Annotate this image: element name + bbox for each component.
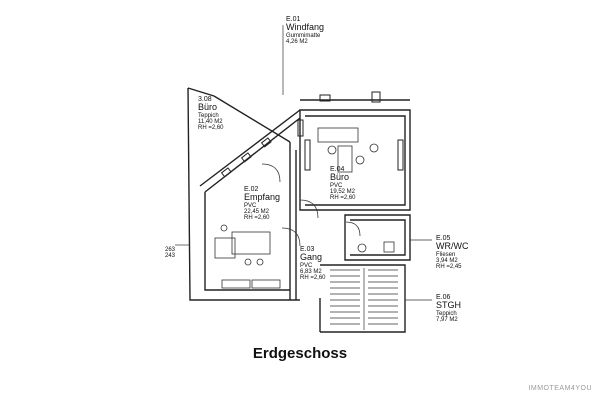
chair — [369, 143, 379, 153]
room-name: Windfang — [286, 22, 325, 33]
desk — [317, 127, 359, 143]
window-mark — [371, 91, 381, 103]
room-code: E.01 — [286, 16, 301, 23]
room-area: 19,52 M2 — [330, 189, 356, 196]
room-name: Büro — [198, 102, 218, 113]
stair-treads — [330, 268, 398, 330]
wall-diagonal-inner — [199, 109, 301, 187]
room-area: 4,26 M2 — [286, 39, 308, 46]
room-height: RH =2,45 — [436, 264, 462, 271]
room-code: E.03 — [300, 246, 315, 253]
room-code: E.02 — [244, 186, 259, 193]
table-2 — [214, 237, 236, 259]
chair — [220, 224, 228, 232]
window-mark — [297, 119, 304, 137]
wall-outline-right-inner — [305, 115, 406, 206]
window-mark — [397, 139, 404, 171]
room-area: 3,94 M2 — [436, 258, 458, 265]
cabinet — [221, 279, 251, 289]
room-e02-label: E.02 Empfang PVC 22,45 M2 RH =2,60 — [244, 186, 280, 222]
room-code: E.06 — [436, 294, 451, 301]
room-floor: Gummimatte — [286, 32, 321, 39]
room-name: Gang — [300, 252, 323, 263]
dimension-label: 263 243 — [165, 247, 176, 260]
room-floor: Teppich — [198, 112, 219, 119]
room-area: 11,40 M2 — [198, 119, 223, 126]
chair — [256, 258, 264, 266]
room-floor: PVC — [244, 202, 257, 209]
room-height: RH =2,60 — [198, 125, 224, 132]
wall-outline-left — [187, 87, 300, 301]
sink — [357, 243, 367, 253]
room-e01-label: E.01 Windfang Gummimatte 4,26 M2 — [286, 16, 324, 45]
desk — [337, 145, 353, 173]
room-code: E.04 — [330, 166, 345, 173]
window-mark — [260, 137, 272, 148]
chair — [355, 155, 365, 165]
toilet — [383, 241, 395, 253]
room-e03-label: E.03 Gang PVC 6,83 M2 RH =2,60 — [300, 246, 326, 282]
room-height: RH =2,60 — [300, 275, 326, 282]
wall-empfang — [204, 192, 290, 291]
window-mark — [240, 152, 252, 163]
plan-title: Erdgeschoss — [252, 345, 348, 362]
chair — [244, 258, 252, 266]
door-arc — [261, 163, 281, 183]
stair-outline — [320, 264, 406, 333]
room-e04-label: E.04 Büro PVC 19,52 M2 RH =2,60 — [330, 166, 356, 202]
wall-wc — [344, 214, 411, 261]
table — [231, 231, 271, 255]
room-floor: Teppich — [436, 310, 457, 317]
wall-wc-inner — [350, 219, 406, 256]
window-mark — [220, 167, 232, 178]
room-e06-label: E.06 STGH Teppich 7,97 M2 — [436, 294, 461, 323]
wall-diagonal-inner-2 — [204, 117, 301, 193]
window-mark — [319, 94, 331, 102]
watermark: IMMOTEAM4YOU — [528, 385, 592, 392]
room-name: STGH — [436, 300, 462, 311]
room-area: 22,45 M2 — [244, 209, 270, 216]
room-name: Empfang — [244, 192, 281, 203]
wall-diagonal-outer — [187, 87, 215, 97]
door-arc — [281, 227, 301, 247]
room-floor: Fliesen — [436, 251, 456, 258]
chair — [327, 145, 337, 155]
room-area: 7,97 M2 — [436, 317, 458, 324]
room-area: 6,83 M2 — [300, 269, 322, 276]
window-mark — [304, 139, 311, 171]
room-floor: PVC — [300, 262, 313, 269]
room-308-label: 3.08 Büro Teppich 11,40 M2 RH =2,60 — [198, 96, 224, 132]
room-name: Büro — [330, 172, 350, 183]
wall-outline-right — [299, 109, 411, 211]
room-height: RH =2,60 — [244, 215, 270, 222]
door-arc — [299, 199, 319, 219]
room-floor: PVC — [330, 182, 343, 189]
door-arc — [345, 221, 361, 237]
wall-diagonal — [213, 95, 291, 143]
room-height: RH =2,60 — [330, 195, 356, 202]
cabinet — [251, 279, 281, 289]
room-code: E.05 — [436, 235, 451, 242]
room-e05-label: E.05 WR/WC Fliesen 3,94 M2 RH =2,45 — [436, 235, 469, 271]
room-name: WR/WC — [436, 241, 469, 252]
room-code: 3.08 — [198, 96, 212, 103]
